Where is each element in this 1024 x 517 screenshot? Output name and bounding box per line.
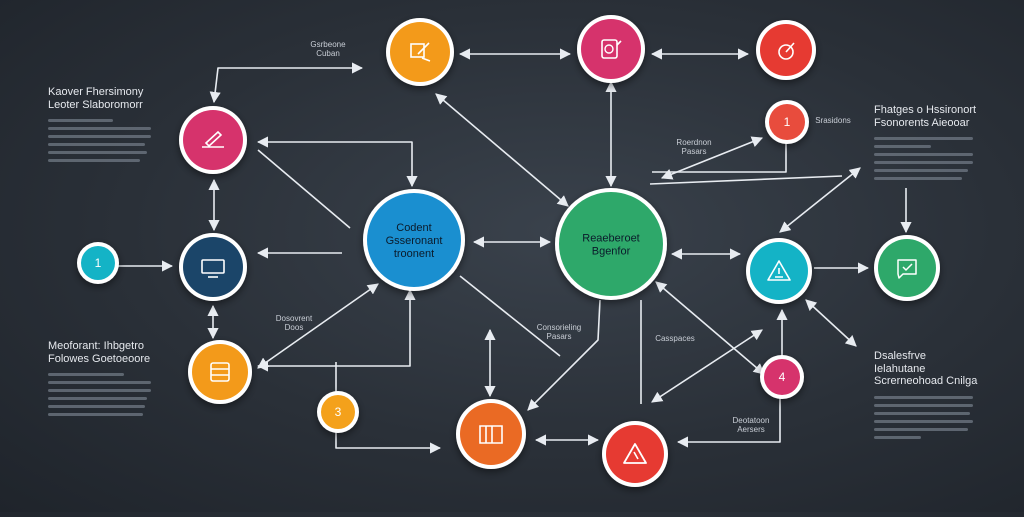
connector-arrow [256, 288, 416, 372]
panel-top-right-title-line2: Fsonorents Aieooar [874, 116, 970, 129]
connector-arrow [257, 149, 351, 229]
node-small-1-right: 1 [765, 100, 809, 144]
label-right-center-bottom: Casspaces [655, 334, 695, 343]
label-bottom-right-line1: Deotatoon [732, 416, 770, 425]
label-mid-center-line1: Roerdnon [676, 138, 712, 147]
panel-bottom-right-title-line1: Dsalesfrve Ielahutane [874, 350, 926, 375]
node-top-orange [386, 18, 454, 86]
label-left-mid-line1: Dosovrent [275, 314, 313, 323]
label-top-center: Gsrbeone Cuban [298, 40, 358, 58]
label-mid-center: Roerdnon Pasars [664, 138, 724, 156]
node-label: 3 [335, 405, 342, 419]
panel-top-left-body [48, 119, 156, 163]
monitor-icon [201, 259, 225, 278]
connector-arrow [335, 430, 442, 454]
node-top-red [756, 20, 816, 80]
node-label: troonent [394, 248, 434, 260]
connector-arrow [651, 329, 763, 403]
node-right-cyan [746, 238, 812, 304]
label-top-center-line1: Gsrbeone [310, 40, 346, 49]
connector-arrow [435, 93, 569, 207]
label-left-mid: Dosovrent Doos [266, 314, 322, 332]
label-center-bottom-line2: Pasars [546, 332, 572, 342]
panel-bottom-left-title-line2: Folowes Goetoeoore [48, 352, 151, 365]
label-center-bottom: Consorieling Pasars [526, 323, 592, 341]
panel-top-right-title-line1: Fhatges o Hssironort [874, 104, 977, 116]
node-bottom-red [602, 421, 668, 487]
node-label: 1 [784, 115, 791, 129]
document-icon [601, 39, 622, 59]
node-label: Gsseronant [386, 235, 443, 247]
connector-arrow [779, 167, 861, 233]
panel-top-left: Kaover Fhersimony Leoter Slaboromorr [48, 86, 156, 167]
connector-arrow [805, 299, 857, 347]
panel-top-right: Fhatges o Hssironort Fsonorents Aieooar [874, 104, 978, 185]
list-icon [210, 362, 230, 382]
connectors [118, 48, 912, 454]
label-left-mid-line2: Doos [284, 323, 304, 333]
panel-top-left-title-line2: Leoter Slaboromorr [48, 98, 143, 111]
node-label: Bgenfor [592, 245, 631, 257]
nodes-layer: 11CodentGsseronanttroonentReaeberoetBgen… [77, 15, 940, 487]
connector-arrow [209, 62, 364, 104]
panel-bottom-left-title-line1: Meoforant: Ihbgetro [48, 340, 145, 352]
connector-arrow [655, 281, 765, 375]
node-start-1: 1 [77, 242, 119, 284]
node-label: 4 [779, 370, 786, 384]
panel-bottom-right-body [874, 395, 978, 439]
node-small-3: 3 [317, 391, 359, 433]
panel-bottom-right-title-line2: Screrneohoad Cnilga [874, 375, 978, 388]
connector-arrow [649, 175, 843, 185]
label-mid-center-line2: Pasars [681, 147, 707, 157]
connector-arrow [527, 299, 601, 411]
panel-bottom-left: Meoforant: Ihbgetro Folowes Goetoeoore [48, 340, 156, 421]
book-icon [479, 425, 503, 444]
node-left-magenta [179, 106, 247, 174]
label-bottom-right: Deotatoon Aersers [722, 416, 780, 434]
connector-arrow [256, 136, 418, 188]
pen-tool-icon [202, 130, 224, 148]
label-right-small: Srasidons [815, 116, 851, 125]
panel-bottom-left-body [48, 373, 156, 417]
panel-top-right-body [874, 137, 978, 181]
label-center-bottom-line1: Consorieling [536, 323, 582, 332]
node-small-4: 4 [760, 355, 804, 399]
node-left-navy [179, 233, 247, 301]
panel-top-left-title-line1: Kaover Fhersimony [48, 86, 144, 98]
node-label: Codent [396, 222, 431, 234]
label-bottom-right-line2: Aersers [737, 425, 765, 435]
node-right-green [874, 235, 940, 301]
node-top-magenta [577, 15, 645, 83]
connector-arrow [676, 396, 781, 448]
panel-bottom-right: Dsalesfrve Ielahutane Screrneohoad Cnilg… [874, 350, 978, 444]
label-top-center-line2: Cuban [316, 49, 340, 59]
alert-triangle-icon [623, 443, 647, 464]
node-label: 1 [95, 256, 102, 270]
node-bottom-orange [456, 399, 526, 469]
connector-arrow [459, 275, 561, 357]
target-icon [778, 42, 795, 60]
chat-check-icon [897, 259, 917, 279]
node-label: Reaeberoet [582, 232, 640, 244]
edit-tool-icon [410, 42, 431, 62]
warning-triangle-icon [767, 260, 791, 281]
node-left-orange [188, 340, 252, 404]
